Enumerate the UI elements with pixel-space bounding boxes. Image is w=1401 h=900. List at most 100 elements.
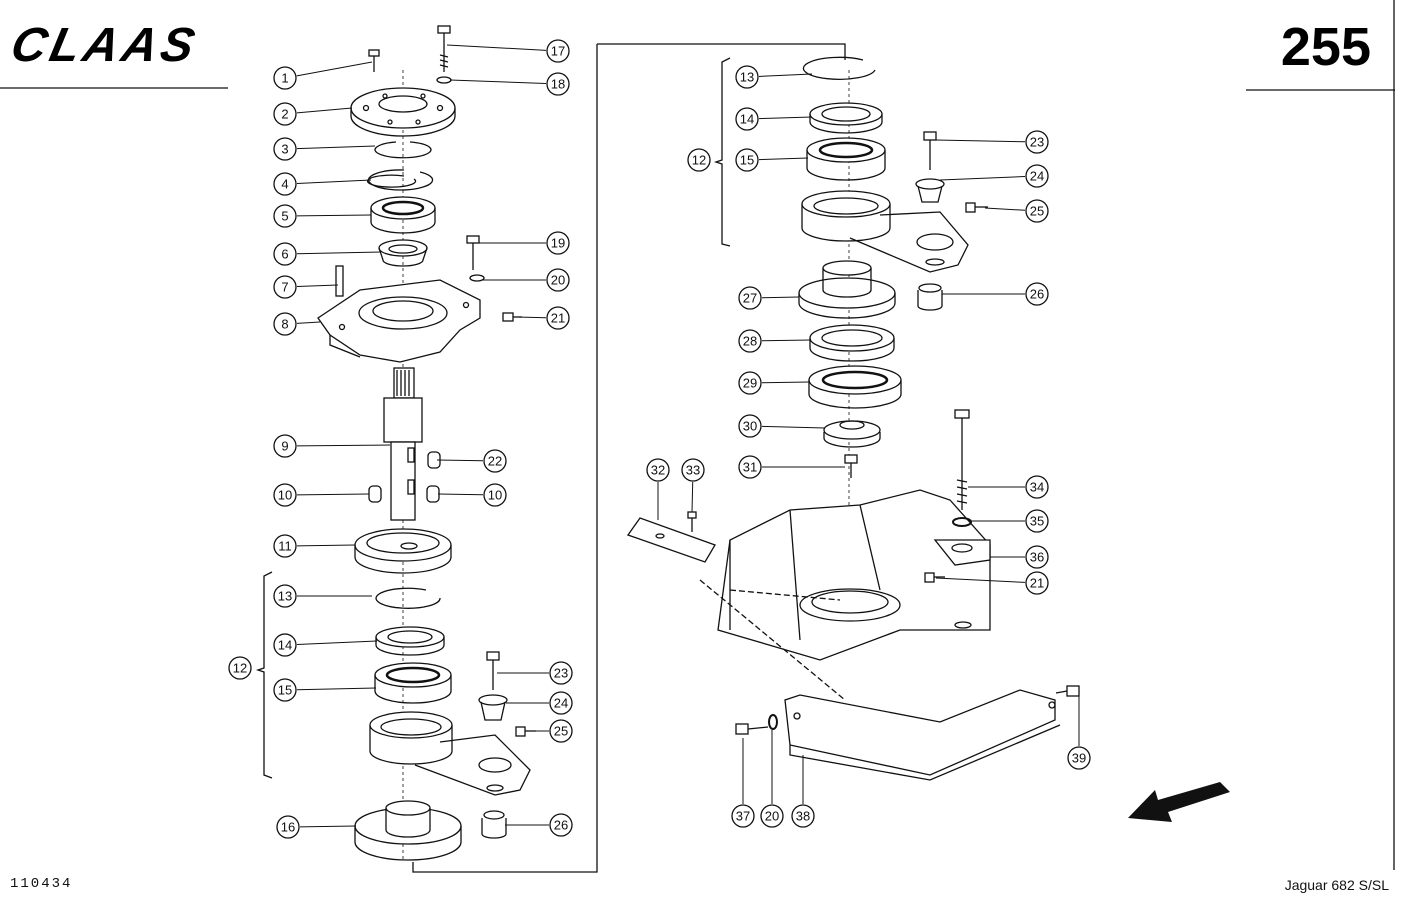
callout-circle [273, 534, 297, 558]
callout-circle [483, 449, 507, 473]
callout-circle [1025, 130, 1049, 154]
callout-label: 18 [551, 77, 565, 92]
shaft-9 [383, 367, 423, 521]
bolt-19 [466, 235, 480, 270]
grease-nipple-25-right [965, 202, 988, 213]
callout-circle [738, 371, 762, 395]
leader-line [761, 425, 826, 429]
callout-label: 1 [281, 71, 288, 86]
callout-12: 12 [687, 148, 711, 172]
callout-circle [731, 804, 755, 828]
callout-label: 26 [554, 818, 568, 833]
bush-26-left [481, 810, 507, 839]
circlip-3 [374, 141, 432, 159]
callout-label: 32 [651, 463, 665, 478]
callout-label: 15 [740, 153, 754, 168]
screw-39 [1055, 685, 1080, 697]
drive-hub-16 [354, 800, 462, 861]
callout-circle [273, 66, 297, 90]
flange-2 [350, 87, 456, 137]
washer-35 [952, 517, 972, 527]
callout-38: 38 [791, 755, 815, 828]
callout-11: 11 [273, 534, 356, 558]
callout-circle [646, 458, 670, 482]
leader-line [516, 316, 547, 319]
screw-31 [844, 454, 858, 478]
callout-label: 36 [1030, 550, 1044, 565]
leader-line [761, 296, 800, 299]
bolt-34 [954, 409, 970, 510]
callout-circle [273, 633, 297, 657]
callout-label: 14 [278, 638, 292, 653]
callout-circle [1025, 545, 1049, 569]
brace-12-left [255, 571, 273, 779]
leader-line [761, 339, 812, 342]
callout-28: 28 [738, 329, 812, 353]
callout-14: 14 [735, 107, 813, 131]
callout-label: 20 [551, 273, 565, 288]
callout-circle [273, 204, 297, 228]
callout-13: 13 [735, 65, 813, 89]
callout-circle [273, 242, 297, 266]
callout-2: 2 [273, 102, 353, 126]
callout-label: 10 [278, 488, 292, 503]
callout-circle [546, 231, 570, 255]
brace-12-right [713, 57, 731, 247]
callout-39: 39 [1067, 692, 1091, 770]
callout-circle [549, 661, 573, 685]
callout-label: 24 [554, 696, 568, 711]
drive-hub-27 [798, 260, 896, 319]
callout-26: 26 [505, 813, 573, 837]
callout-circle [738, 455, 762, 479]
callout-4: 4 [273, 172, 372, 196]
callout-25: 25 [984, 199, 1049, 223]
leader-line [935, 139, 1026, 143]
key-10-right [426, 485, 440, 503]
leader-line [761, 381, 810, 384]
callout-label: 25 [554, 724, 568, 739]
callout-label: 16 [281, 820, 295, 835]
callout-circle [549, 719, 573, 743]
callout-circle [546, 39, 570, 63]
callout-circle [546, 268, 570, 292]
screw-1 [368, 49, 380, 72]
callout-circle [273, 172, 297, 196]
callout-31: 31 [738, 455, 845, 479]
leader-line [296, 640, 378, 645]
leader-line [296, 493, 370, 496]
circlip-13-right [802, 56, 876, 80]
callout-label: 26 [1030, 287, 1044, 302]
callout-16: 16 [276, 815, 357, 839]
seal-14-right [809, 102, 883, 134]
callout-label: 7 [281, 280, 288, 295]
callout-label: 12 [692, 153, 706, 168]
callout-label: 17 [551, 44, 565, 59]
seal-28 [809, 324, 895, 362]
callout-label: 14 [740, 112, 754, 127]
callout-6: 6 [273, 242, 382, 266]
leader-line [296, 61, 373, 77]
callout-circle [273, 434, 297, 458]
callout-label: 38 [796, 809, 810, 824]
callout-15: 15 [273, 678, 377, 702]
bush-26-right [917, 283, 943, 311]
circlip-13-left [375, 587, 441, 609]
callout-circle [791, 804, 815, 828]
callout-circle [276, 815, 300, 839]
callout-circle [273, 678, 297, 702]
callout-10: 10 [273, 483, 370, 507]
callout-circle [681, 458, 705, 482]
leader-line [296, 544, 356, 547]
connector-frame [412, 44, 598, 873]
callout-label: 15 [278, 683, 292, 698]
leader-line [296, 145, 376, 150]
leader-line [296, 251, 382, 255]
callout-label: 33 [686, 463, 700, 478]
callout-label: 27 [743, 291, 757, 306]
callout-label: 9 [281, 439, 288, 454]
callout-3: 3 [273, 137, 376, 161]
callout-label: 10 [488, 488, 502, 503]
callout-27: 27 [738, 286, 800, 310]
